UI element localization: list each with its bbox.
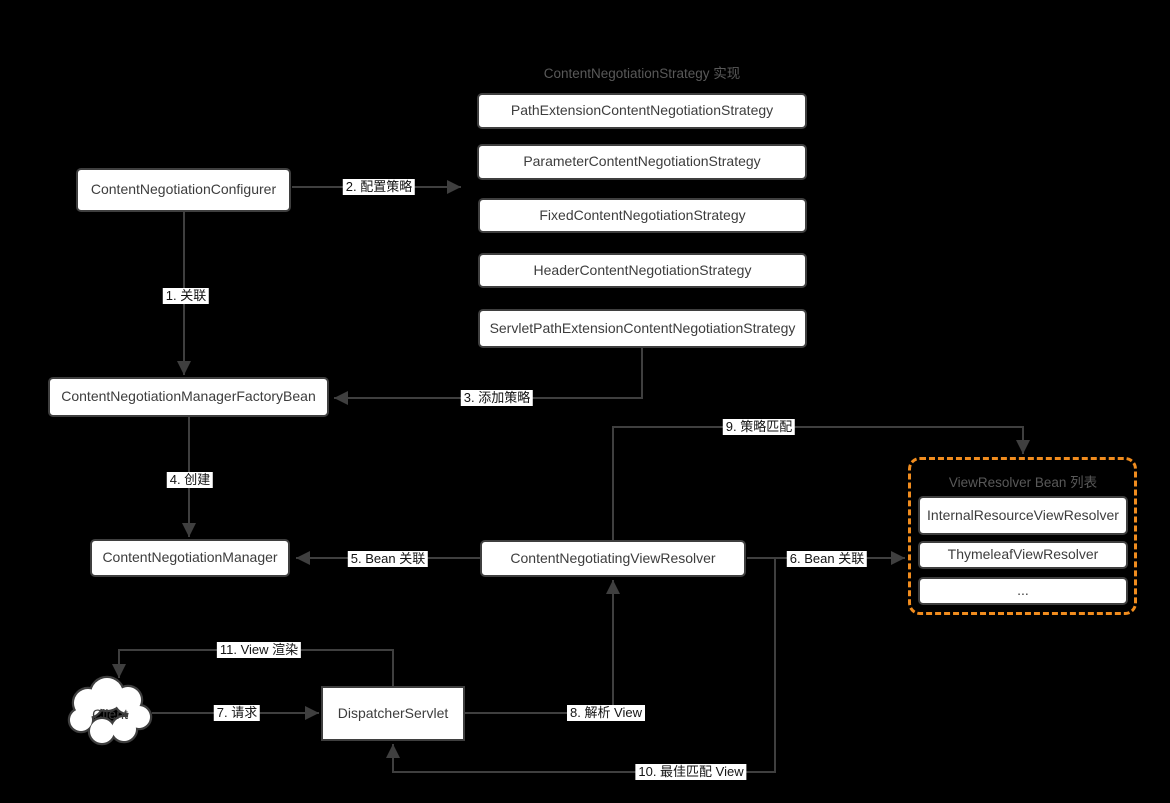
- strategy-box-fixed: FixedContentNegotiationStrategy: [478, 198, 807, 233]
- edge-label-7: 7. 请求: [213, 705, 261, 721]
- strategy-group-title: ContentNegotiationStrategy 实现: [543, 66, 741, 81]
- edge-label-6: 6. Bean 关联: [786, 551, 868, 567]
- edge-label-1: 1. 关联: [162, 288, 210, 304]
- edge-3-add-strategy-arrow: [334, 348, 643, 405]
- viewresolver-box-thymeleaf: ThymeleafViewResolver: [918, 541, 1128, 569]
- node-content-negotiation-manager: ContentNegotiationManager: [90, 539, 290, 577]
- strategy-box-servlet-path-extension: ServletPathExtensionContentNegotiationSt…: [478, 309, 807, 348]
- edge-label-9: 9. 策略匹配: [722, 419, 796, 435]
- strategy-box-parameter: ParameterContentNegotiationStrategy: [477, 144, 807, 180]
- strategy-box-path-extension: PathExtensionContentNegotiationStrategy: [477, 93, 807, 129]
- viewresolver-box-more: ...: [918, 577, 1128, 605]
- client-label: Client: [92, 706, 128, 722]
- edge-10-best-match-view-arrow: [386, 558, 776, 773]
- edge-8-resolve-view-arrow: [465, 580, 620, 714]
- node-content-negotiation-configurer: ContentNegotiationConfigurer: [76, 168, 291, 212]
- edge-label-10: 10. 最佳匹配 View: [635, 764, 747, 780]
- edge-label-3: 3. 添加策略: [460, 390, 534, 406]
- edge-label-11: 11. View 渲染: [216, 642, 302, 658]
- edge-label-4: 4. 创建: [166, 472, 214, 488]
- viewresolver-bean-list-container: [908, 457, 1137, 615]
- viewresolver-box-internal-resource: InternalResourceViewResolver: [918, 496, 1128, 535]
- node-dispatcher-servlet: DispatcherServlet: [321, 686, 465, 741]
- client-cloud-fill: [70, 678, 150, 743]
- viewresolver-group-title: ViewResolver Bean 列表: [948, 475, 1098, 490]
- node-content-negotiating-view-resolver: ContentNegotiatingViewResolver: [480, 540, 746, 577]
- strategy-box-header: HeaderContentNegotiationStrategy: [478, 253, 807, 288]
- edge-label-5: 5. Bean 关联: [347, 551, 429, 567]
- edge-label-2: 2. 配置策略: [342, 179, 416, 195]
- node-content-negotiation-manager-factory-bean: ContentNegotiationManagerFactoryBean: [48, 377, 329, 417]
- edge-label-8: 8. 解析 View: [566, 705, 646, 721]
- edge-9-strategy-match-arrow: [612, 426, 1030, 540]
